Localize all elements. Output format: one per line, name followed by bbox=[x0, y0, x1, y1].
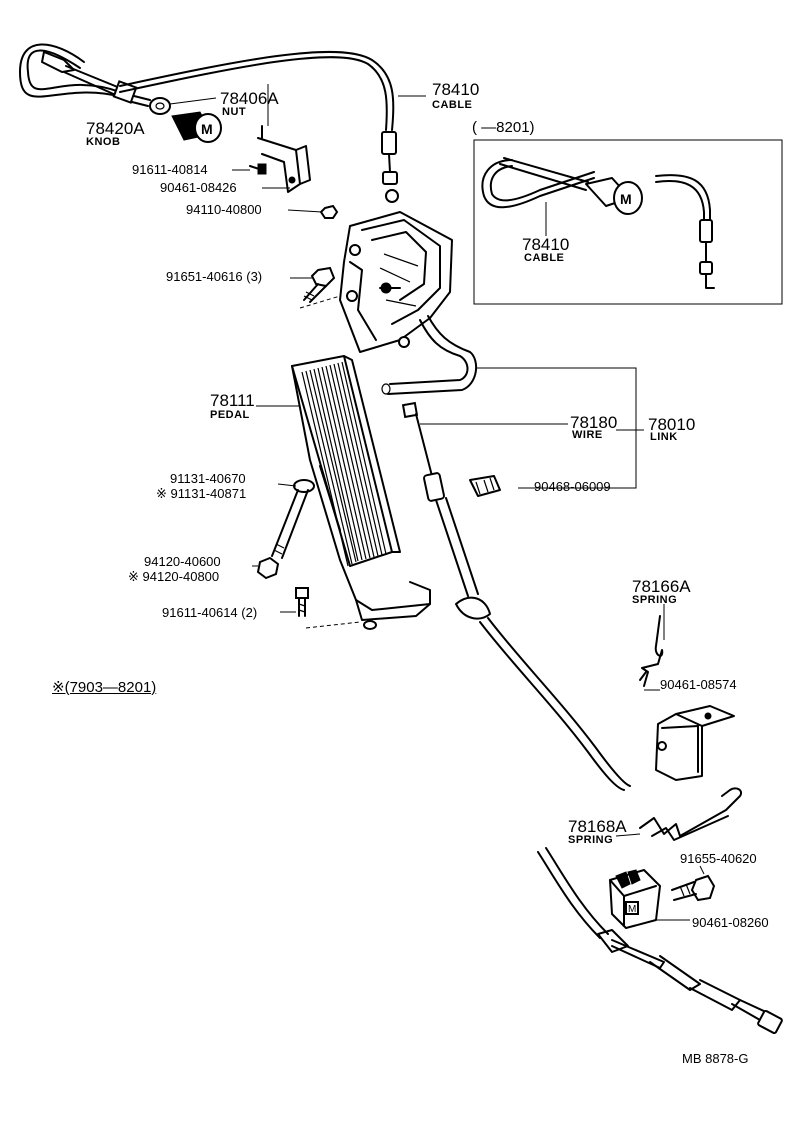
nut-94120-40600 bbox=[256, 556, 280, 580]
clip-90468-06009 bbox=[469, 475, 501, 497]
label-spring-78168a: SPRING bbox=[568, 834, 614, 846]
pedal-78111 bbox=[291, 355, 431, 630]
knob-78420a: M bbox=[171, 111, 222, 143]
inset-cable-old: M bbox=[473, 139, 783, 305]
label-90461-08260: 90461-08260 bbox=[692, 915, 769, 930]
label-78166a: 78166A bbox=[632, 577, 691, 596]
bolt-91611-40614 bbox=[295, 587, 309, 617]
label-inset-cable: CABLE bbox=[524, 252, 565, 264]
label-78406a: 78406A bbox=[220, 89, 279, 108]
clamp-90461-08260: M bbox=[609, 869, 661, 929]
bolt-91651-40616 bbox=[299, 266, 341, 309]
inset-range-label: ( —8201) bbox=[472, 119, 535, 136]
svg-text:M: M bbox=[628, 904, 636, 915]
bracket-90461-08574 bbox=[655, 705, 735, 781]
label-94120-40600: 94120-40600 bbox=[144, 554, 221, 569]
label-link: LINK bbox=[650, 431, 678, 443]
label-91655-40620: 91655-40620 bbox=[680, 851, 757, 866]
label-90461-08574: 90461-08574 bbox=[660, 677, 737, 692]
diagram-code: MB 8878-G bbox=[682, 1051, 749, 1066]
nut-78406a bbox=[149, 97, 171, 115]
label-91131-40670: 91131-40670 bbox=[170, 471, 246, 486]
bolt-91655-40620 bbox=[671, 874, 716, 902]
label-spring-78166a: SPRING bbox=[632, 594, 678, 606]
label-knob: KNOB bbox=[86, 136, 121, 148]
label-78410: 78410 bbox=[432, 80, 480, 99]
label-91131-40871: ※ 91131-40871 bbox=[156, 486, 247, 501]
bracket-90461-08426 bbox=[249, 125, 311, 193]
label-91651-40616: 91651-40616 (3) bbox=[166, 269, 263, 284]
label-78180: 78180 bbox=[570, 413, 618, 432]
label-inset-78410: 78410 bbox=[522, 235, 570, 254]
svg-text:M: M bbox=[620, 191, 632, 207]
note-date-range: ※(7903—8201) bbox=[52, 679, 157, 696]
label-78168a: 78168A bbox=[568, 817, 627, 836]
leader-lines bbox=[169, 84, 705, 921]
label-cable: CABLE bbox=[432, 99, 473, 111]
label-91611-40614: 91611-40614 (2) bbox=[162, 605, 258, 620]
label-nut: NUT bbox=[222, 106, 247, 118]
label-90461-08426: 90461-08426 bbox=[160, 180, 237, 195]
label-78420a: 78420A bbox=[86, 119, 145, 138]
stopper-bolt-91131-40670 bbox=[271, 479, 315, 559]
nut-94110-40800 bbox=[319, 204, 339, 219]
label-78111: 78111 bbox=[210, 391, 255, 410]
label-wire: WIRE bbox=[572, 429, 603, 441]
link-rod-78010 bbox=[381, 315, 478, 395]
label-90468-06009: 90468-06009 bbox=[534, 479, 611, 494]
throttle-wire-78180 bbox=[401, 401, 631, 791]
label-94120-40800: ※ 94120-40800 bbox=[128, 569, 220, 584]
label-94110-40800: 94110-40800 bbox=[186, 202, 262, 217]
cable-lower bbox=[537, 847, 783, 1035]
label-91611-40814: 91611-40814 bbox=[132, 162, 208, 177]
pedal-bracket bbox=[339, 211, 453, 353]
label-78010: 78010 bbox=[648, 415, 696, 434]
spring-78166a bbox=[639, 615, 664, 687]
svg-text:M: M bbox=[201, 121, 213, 137]
label-pedal: PEDAL bbox=[210, 409, 250, 421]
spring-78168a bbox=[639, 787, 742, 841]
cable-assembly-top bbox=[19, 43, 399, 203]
